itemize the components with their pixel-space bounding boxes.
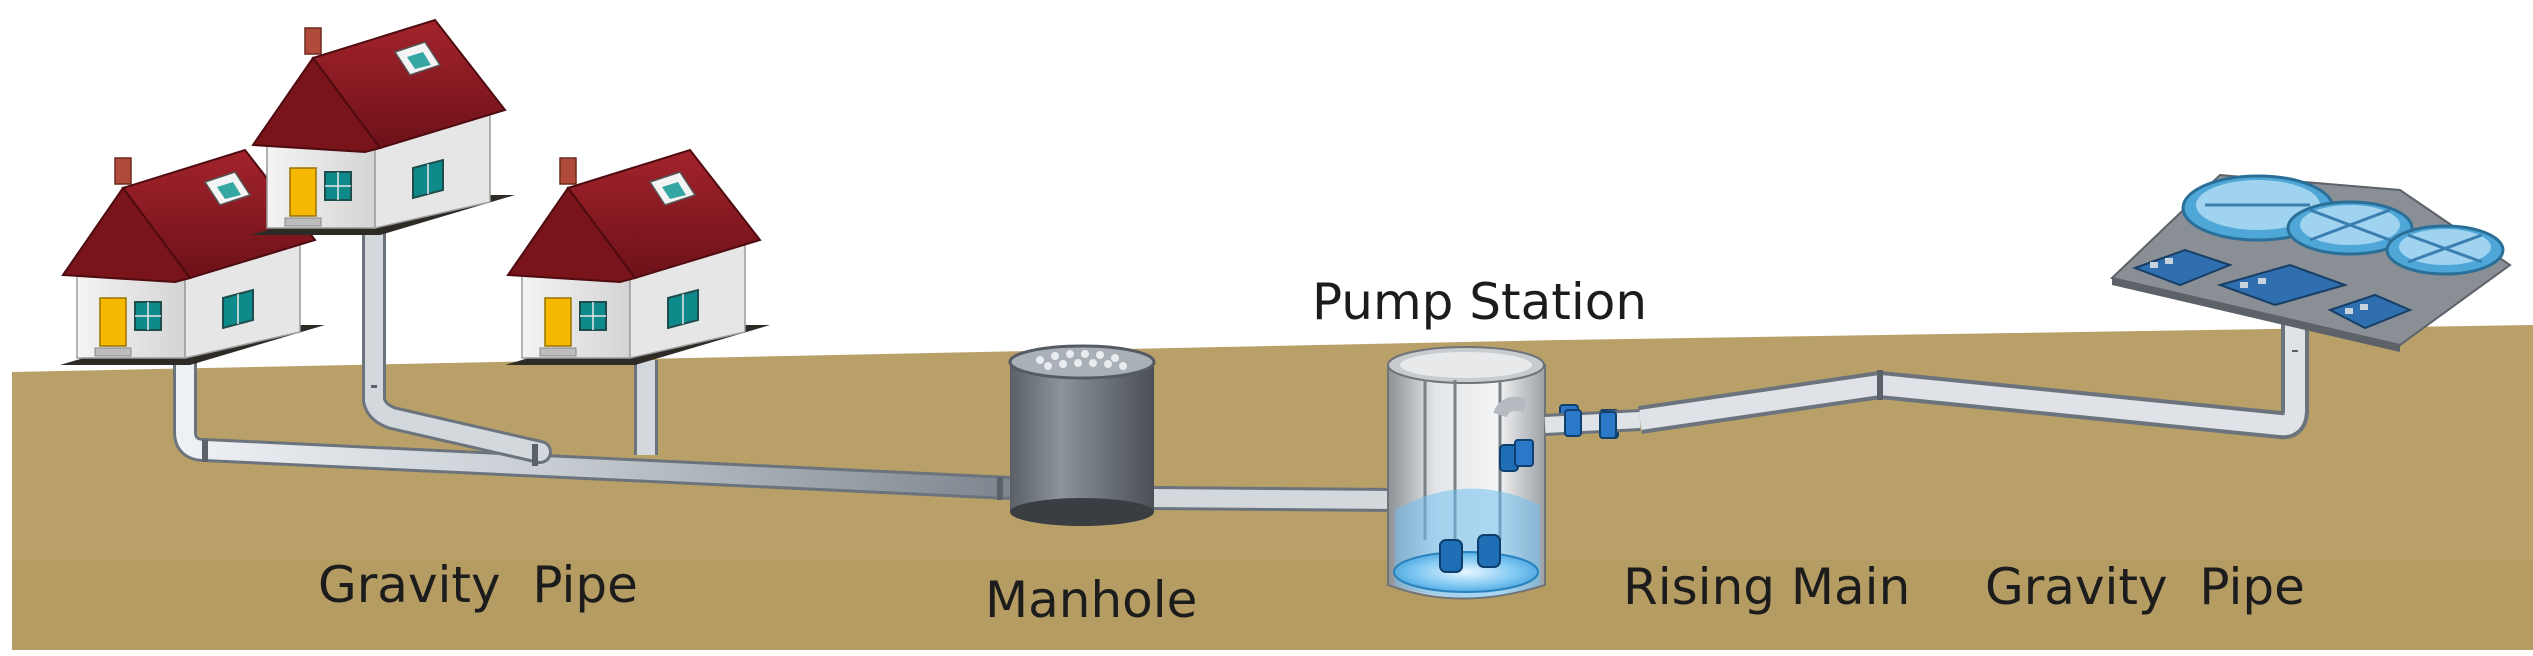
- manhole-icon: [1008, 344, 1156, 526]
- gravity-pipe-left: [173, 163, 1022, 500]
- pump-station-icon: [1387, 346, 1641, 600]
- house-icon: [504, 149, 771, 366]
- rising-main-pipe: [1637, 320, 2309, 440]
- ground-shadow: [12, 560, 2533, 650]
- gravity-pipe-right-label: Gravity Pipe: [1985, 558, 2305, 616]
- house-icon: [249, 19, 516, 236]
- manhole-label: Manhole: [985, 571, 1198, 629]
- gravity-pipe-left-label: Gravity Pipe: [318, 556, 638, 614]
- pump-station-label: Pump Station: [1312, 273, 1648, 331]
- treatment-plant-icon: [2109, 173, 2512, 352]
- rising-main-label: Rising Main: [1623, 558, 1911, 616]
